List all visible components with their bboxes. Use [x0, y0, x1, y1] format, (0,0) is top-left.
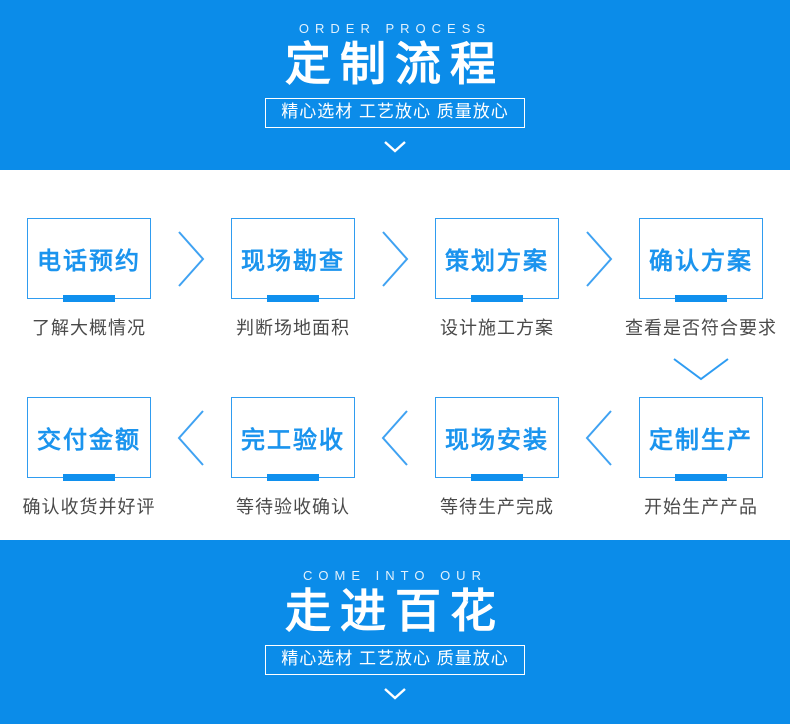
step-caption: 设计施工方案	[440, 318, 554, 338]
step-phone-reservation: 电话预约 了解大概情况	[27, 218, 151, 340]
banner-title: 定制流程	[285, 38, 505, 90]
banner-eyebrow: COME INTO OUR	[303, 568, 487, 583]
step-site-survey: 现场勘查 判断场地面积	[231, 218, 355, 340]
step-caption: 开始生产产品	[644, 497, 758, 517]
step-label: 完工验收	[241, 427, 345, 454]
step-label: 交付金额	[37, 427, 141, 454]
row-connector	[27, 340, 763, 397]
step-label: 电话预约	[37, 248, 141, 275]
step-box: 现场勘查	[231, 218, 355, 299]
chevron-right-icon	[586, 231, 613, 287]
step-label: 定制生产	[649, 427, 753, 454]
step-box: 策划方案	[435, 218, 559, 299]
banner-badge: 精心选材 工艺放心 质量放心	[265, 98, 525, 128]
banner-title: 走进百花	[285, 585, 505, 637]
step-box: 电话预约	[27, 218, 151, 299]
process-flow: 电话预约 了解大概情况 现场勘查 判断场地面积 策划方案 设计施工方案	[0, 170, 790, 540]
step-production: 定制生产 开始生产产品	[639, 397, 763, 519]
step-payment: 交付金额 确认收货并好评	[23, 397, 155, 519]
come-into-our-banner: COME INTO OUR 走进百花 精心选材 工艺放心 质量放心	[0, 540, 790, 724]
step-box: 定制生产	[639, 397, 763, 478]
step-caption: 等待验收确认	[236, 497, 350, 517]
chevron-right-icon	[382, 231, 409, 287]
chevron-left-icon	[177, 410, 204, 466]
step-caption: 判断场地面积	[236, 318, 350, 338]
step-label: 策划方案	[445, 248, 549, 275]
step-box: 完工验收	[231, 397, 355, 478]
chevron-down-icon	[384, 140, 406, 153]
connector-slot	[639, 357, 763, 381]
step-acceptance: 完工验收 等待验收确认	[231, 397, 355, 519]
order-process-banner: ORDER PROCESS 定制流程 精心选材 工艺放心 质量放心	[0, 0, 790, 170]
step-label: 确认方案	[649, 248, 753, 275]
chevron-left-icon	[585, 410, 612, 466]
step-confirm-plan: 确认方案 查看是否符合要求	[625, 218, 776, 340]
step-caption: 了解大概情况	[32, 318, 146, 338]
banner-eyebrow: ORDER PROCESS	[298, 21, 492, 36]
step-caption: 查看是否符合要求	[625, 318, 777, 338]
step-label: 现场安装	[445, 427, 549, 454]
chevron-down-icon	[384, 687, 406, 700]
step-installation: 现场安装 等待生产完成	[435, 397, 559, 519]
step-planning: 策划方案 设计施工方案	[435, 218, 559, 340]
chevron-right-icon	[178, 231, 205, 287]
chevron-left-icon	[381, 410, 408, 466]
step-box: 现场安装	[435, 397, 559, 478]
step-label: 现场勘查	[241, 248, 345, 275]
process-row-1: 电话预约 了解大概情况 现场勘查 判断场地面积 策划方案 设计施工方案	[27, 218, 776, 340]
banner-badge: 精心选材 工艺放心 质量放心	[265, 645, 525, 675]
step-caption: 等待生产完成	[440, 497, 554, 517]
process-row-2: 交付金额 确认收货并好评 完工验收 等待验收确认 现场安装 等待生产完成	[23, 397, 763, 519]
step-caption: 确认收货并好评	[22, 497, 156, 517]
chevron-down-icon	[673, 357, 729, 380]
step-box: 确认方案	[639, 218, 763, 299]
step-box: 交付金额	[27, 397, 151, 478]
